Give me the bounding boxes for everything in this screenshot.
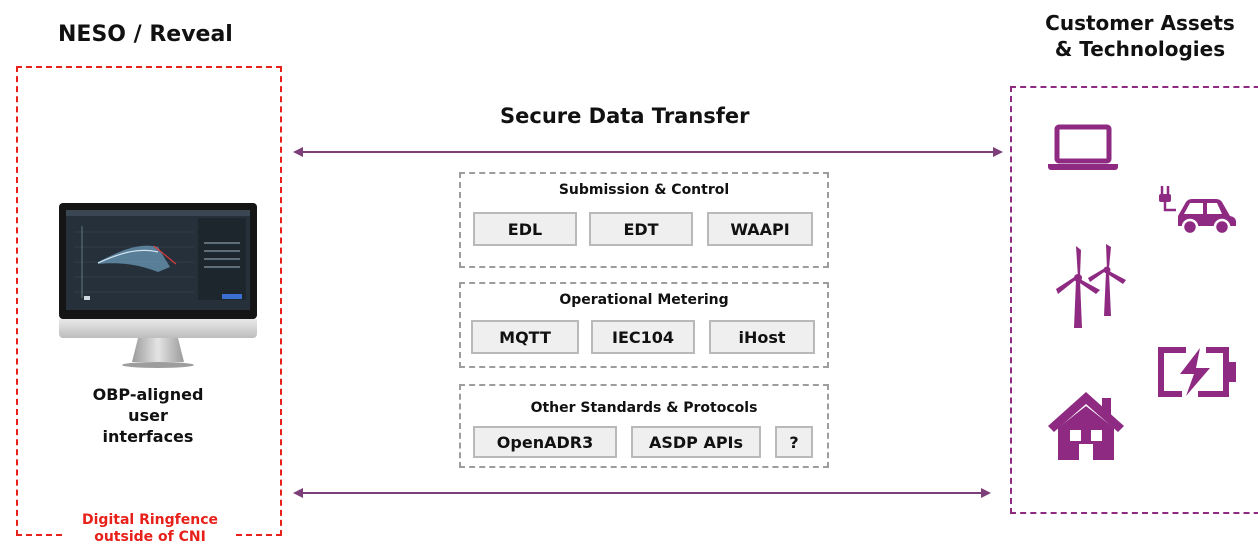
secure-data-transfer-title: Secure Data Transfer — [500, 104, 750, 128]
group-other-standards: Other Standards & Protocols OpenADR3 ASD… — [459, 384, 829, 468]
obp-label: OBP-aligned user interfaces — [40, 384, 256, 447]
ringfence-label-gap — [64, 528, 234, 548]
protocol-chip-openadr3: OpenADR3 — [473, 426, 617, 458]
protocol-chip-waapi: WAAPI — [707, 212, 813, 246]
ringfence-line-2: outside of CNI — [94, 529, 206, 545]
customer-title-line-1: Customer Assets — [1045, 11, 1235, 35]
protocol-chip-iec104: IEC104 — [591, 320, 695, 354]
monitor-icon — [59, 203, 257, 368]
laptop-icon — [1048, 124, 1118, 170]
neso-title: NESO / Reveal — [58, 22, 233, 47]
obp-line-2: user — [128, 406, 168, 425]
group-submission-control: Submission & Control EDL EDT WAAPI — [459, 172, 829, 268]
group-operational-metering: Operational Metering MQTT IEC104 iHost — [459, 282, 829, 368]
customer-assets-box — [1010, 86, 1258, 514]
protocol-chip-edl: EDL — [473, 212, 577, 246]
bottom-double-arrow — [293, 488, 991, 498]
house-icon — [1048, 392, 1124, 460]
customer-title-line-2: & Technologies — [1054, 37, 1226, 61]
protocol-chip-unknown: ? — [775, 426, 813, 458]
protocol-chip-edt: EDT — [589, 212, 693, 246]
protocol-chip-mqtt: MQTT — [471, 320, 579, 354]
group-title: Other Standards & Protocols — [530, 400, 758, 416]
battery-charging-icon — [1158, 347, 1236, 397]
ringfence-line-1: Digital Ringfence — [82, 512, 218, 528]
obp-line-1: OBP-aligned — [92, 385, 204, 404]
top-double-arrow — [293, 147, 1003, 157]
group-title: Operational Metering — [559, 292, 729, 308]
wind-turbines-icon — [1056, 244, 1126, 328]
protocol-chip-ihost: iHost — [709, 320, 815, 354]
customer-title: Customer Assets & Technologies — [1010, 10, 1258, 62]
protocol-chip-asdp-apis: ASDP APIs — [631, 426, 761, 458]
group-title: Submission & Control — [558, 182, 730, 198]
ringfence-label: Digital Ringfence outside of CNI — [40, 512, 260, 546]
ev-charging-car-icon — [1159, 186, 1236, 236]
monitor-illustration — [58, 202, 258, 370]
obp-line-3: interfaces — [102, 427, 194, 446]
